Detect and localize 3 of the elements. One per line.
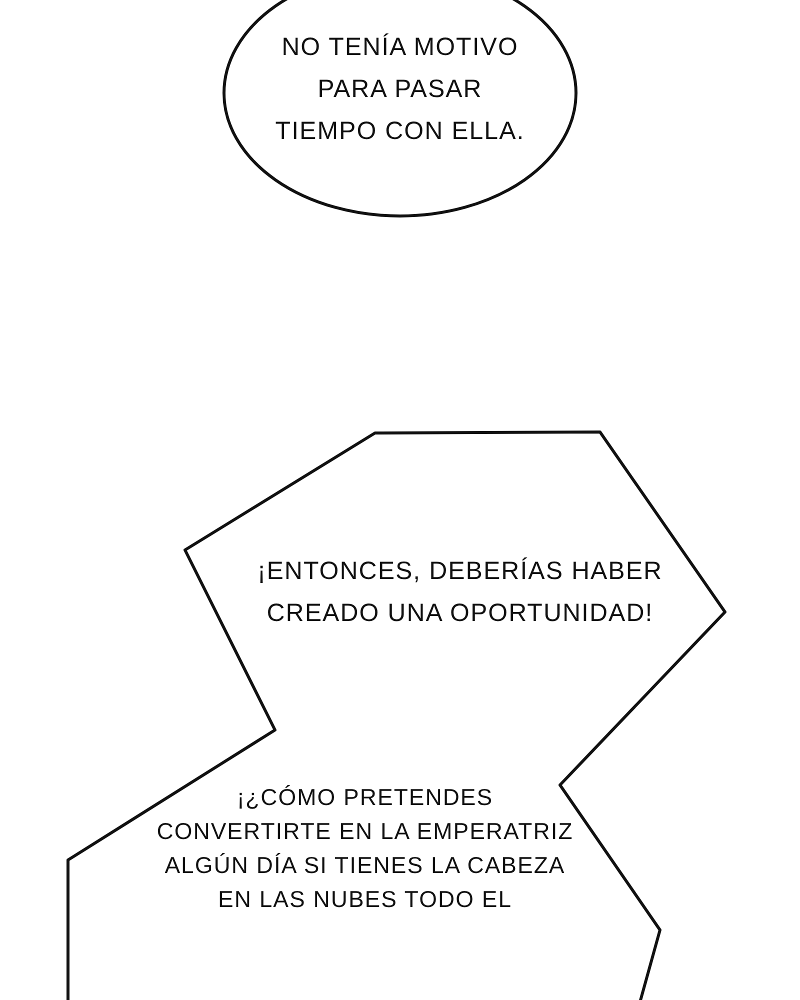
speech-text: NO TENÍA MOTIVO PARA PASAR TIEMPO CON ELLA. — [274, 32, 526, 147]
speech-text: ¡ENTONCES, DEBERÍAS HABER CREADO UNA OPORTUNIDAD! — [256, 556, 664, 629]
speech-text: ¡¿CÓMO PRETENDES CONVERTIRTE EN LA EMPERATRIZ ALGÚN DÍA SI TIENES LA CABEZA EN LAS NUBES TODO EL — [156, 783, 574, 914]
